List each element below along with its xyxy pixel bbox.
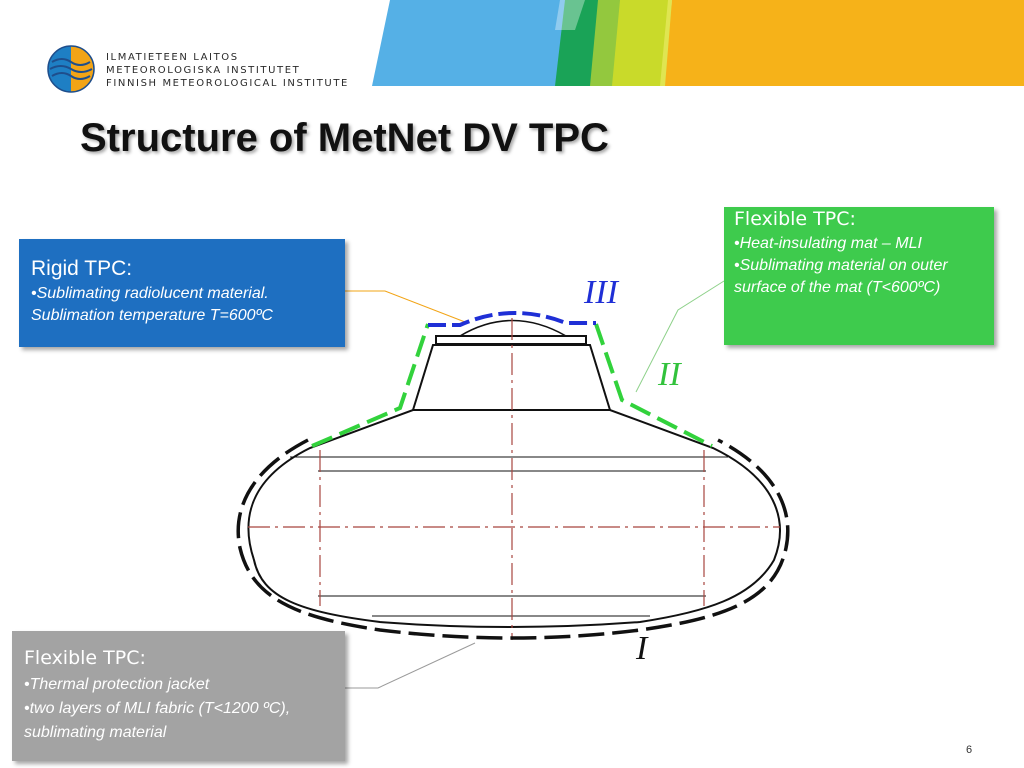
label-layer-2: II [658,356,681,393]
rigid-tpc-heading: Rigid TPC: [31,257,133,280]
cap-plate [435,335,587,345]
flexible-tpc-mli-line-1: •Heat-insulating mat – MLI [734,235,922,252]
slide-number: 6 [966,744,973,756]
band-white-overlay [555,0,585,30]
band-yellow-green [612,0,672,86]
label-layer-3: III [584,274,618,311]
org-name-en: FINNISH METEOROLOGICAL INSTITUTE [106,78,349,89]
layer-2-green [311,323,713,448]
leader-rigid [345,290,466,323]
cap-dome [459,319,567,337]
band-green-dark [555,0,600,86]
org-name: ILMATIETEEN LAITOS METEOROLOGISKA INSTIT… [106,51,349,90]
body-outline [247,409,781,628]
header-band [372,0,1024,86]
leader-flex-bottom [345,642,476,689]
layer-3-blue [428,311,596,327]
flexible-tpc-mli-line-2: •Sublimating material on outer surface o… [734,257,948,296]
rigid-tpc-line-1: •Sublimating radiolucent material. [31,285,269,302]
flexible-tpc-mli-heading: Flexible TPC: [734,208,856,230]
layer-1-jacket [236,438,790,640]
org-name-sv: METEOROLOGISKA INSTITUTET [106,65,301,76]
band-orange [665,0,1024,86]
flexible-tpc-jacket-line-2: •two layers of MLI fabric (T<1200 ºC), s… [24,700,291,741]
label-layer-1: I [636,630,648,667]
band-blue [372,0,570,86]
flexible-tpc-jacket-line-1: •Thermal protection jacket [24,676,210,693]
flexible-tpc-mli-callout: Flexible TPC: •Heat-insulating mat – MLI… [724,207,994,345]
leader-flex-top [635,280,725,393]
slide-title: Structure of MetNet DV TPC [80,116,609,160]
flexible-tpc-jacket-heading: Flexible TPC: [24,647,146,669]
rigid-tpc-line-2: Sublimation temperature T=600ºC [31,307,273,324]
flexible-tpc-jacket-callout: Flexible TPC: •Thermal protection jacket… [12,631,345,761]
rigid-tpc-callout: Rigid TPC: •Sublimating radiolucent mate… [19,239,345,347]
org-name-fi: ILMATIETEEN LAITOS [106,52,239,63]
fmi-logo-icon [47,45,95,93]
